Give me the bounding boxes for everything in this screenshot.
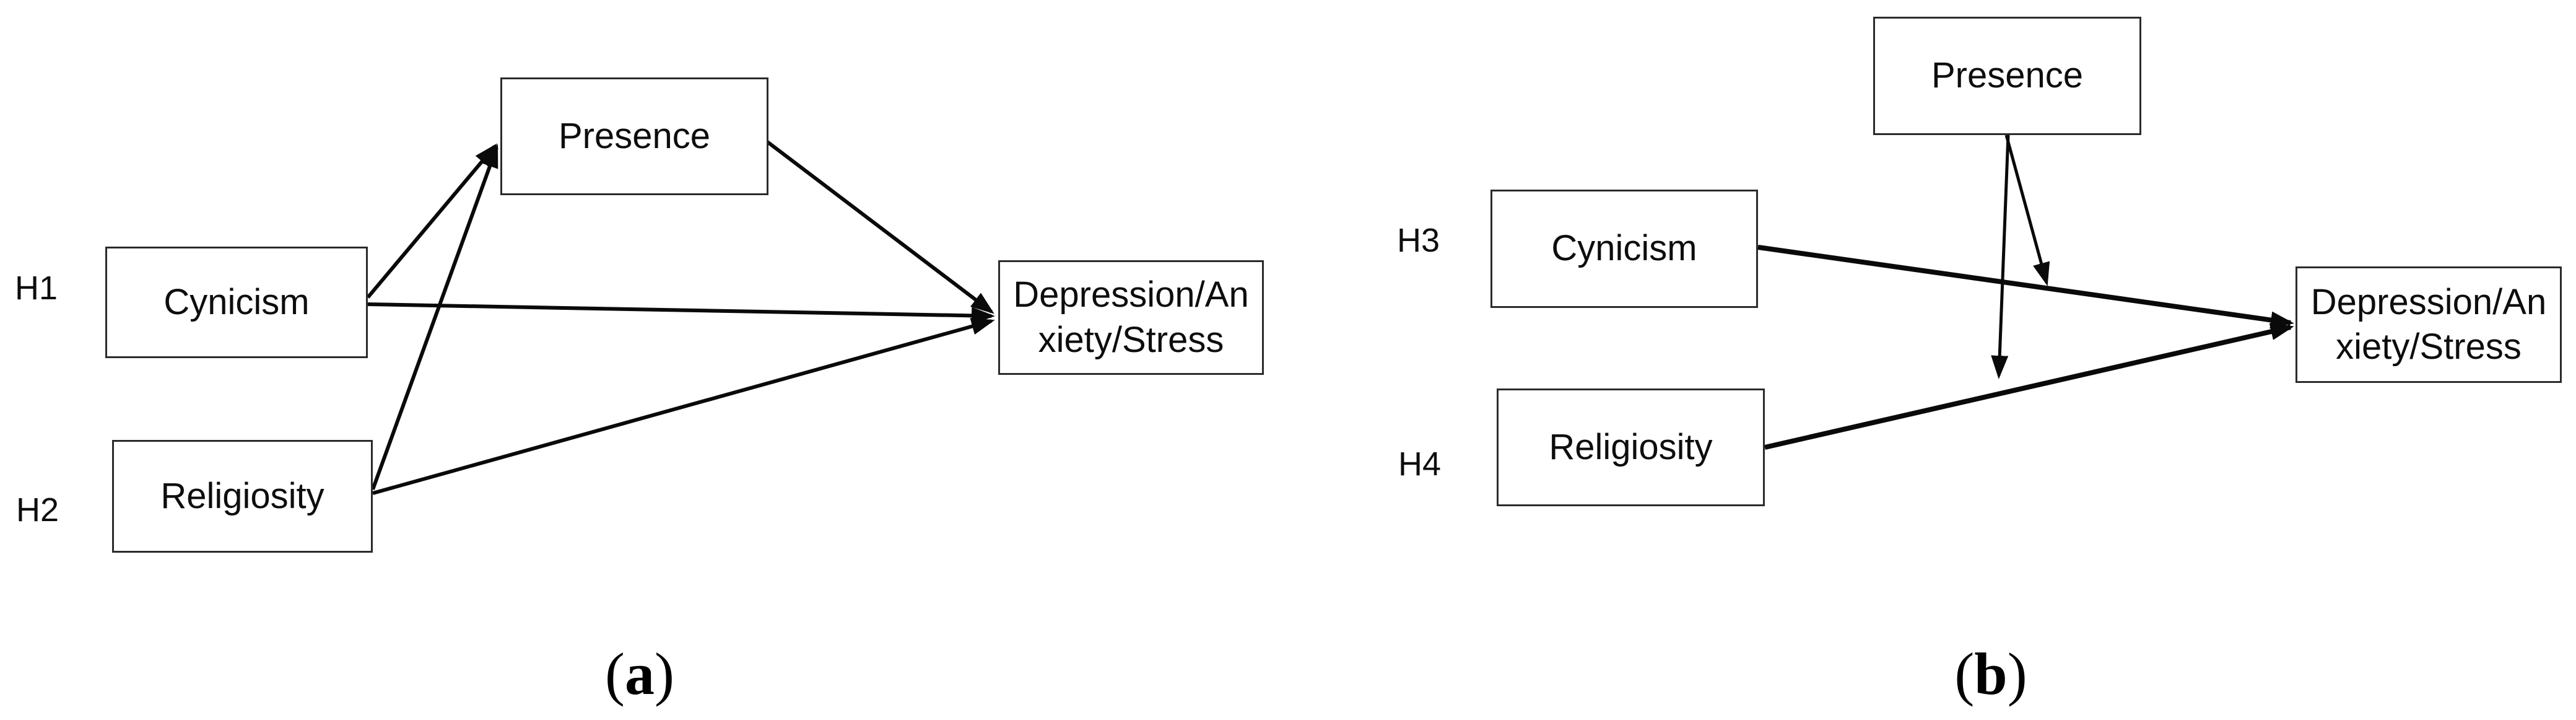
arrow-b-presence-moderates-cynicism-path	[2004, 134, 2050, 286]
caption-open-paren: (	[1954, 641, 1975, 707]
label-line-2: xiety/Stress	[2336, 327, 2522, 367]
hypothesis-label-h1: H1	[15, 270, 58, 307]
node-cynicism-a: Cynicism	[105, 247, 368, 358]
panel-caption-b: (b)	[1954, 644, 2027, 704]
node-religiosity-b: Religiosity	[1497, 389, 1765, 506]
hypothesis-label-h3: H3	[1397, 222, 1440, 259]
node-label: Religiosity	[1549, 426, 1713, 467]
label-line-1: Depression/An	[1013, 274, 1249, 315]
node-cynicism-b: Cynicism	[1490, 190, 1758, 308]
arrow-b-cynicism-to-outcome	[1757, 245, 2294, 329]
node-label: Religiosity	[160, 475, 324, 516]
hypothesis-label-h2: H2	[16, 491, 59, 529]
label-line-1: Depression/An	[2310, 281, 2547, 322]
node-label: Depression/An xiety/Stress	[2297, 280, 2560, 370]
caption-open-paren: (	[605, 641, 625, 707]
arrow-a-cynicism-to-presence	[366, 143, 497, 299]
panel-caption-a: (a)	[605, 644, 674, 704]
node-label: Presence	[558, 115, 711, 156]
node-presence-b: Presence	[1873, 17, 2141, 135]
node-label: Cynicism	[1551, 228, 1697, 269]
caption-letter: a	[625, 641, 655, 707]
caption-letter: b	[1974, 641, 2008, 707]
node-label: Presence	[1931, 55, 2084, 96]
arrow-b-presence-moderates-religiosity-path	[1991, 134, 2010, 379]
node-religiosity-a: Religiosity	[112, 440, 373, 553]
node-depression-anxiety-stress-b: Depression/An xiety/Stress	[2295, 266, 2562, 383]
arrow-a-presence-to-outcome	[763, 138, 994, 314]
node-presence-a: Presence	[500, 77, 768, 195]
arrow-b-religiosity-to-outcome	[1764, 323, 2294, 450]
caption-close-paren: )	[655, 641, 674, 707]
node-label: Depression/An xiety/Stress	[1000, 273, 1262, 362]
hypothesis-label-h4: H4	[1398, 446, 1442, 483]
arrow-a-cynicism-to-outcome	[367, 302, 995, 325]
arrow-a-religiosity-to-outcome	[372, 318, 995, 495]
caption-close-paren: )	[2007, 641, 2027, 707]
arrow-a-religiosity-to-presence	[371, 144, 498, 491]
node-label: Cynicism	[163, 281, 310, 322]
node-depression-anxiety-stress-a: Depression/An xiety/Stress	[998, 260, 1264, 375]
label-line-2: xiety/Stress	[1038, 319, 1224, 360]
